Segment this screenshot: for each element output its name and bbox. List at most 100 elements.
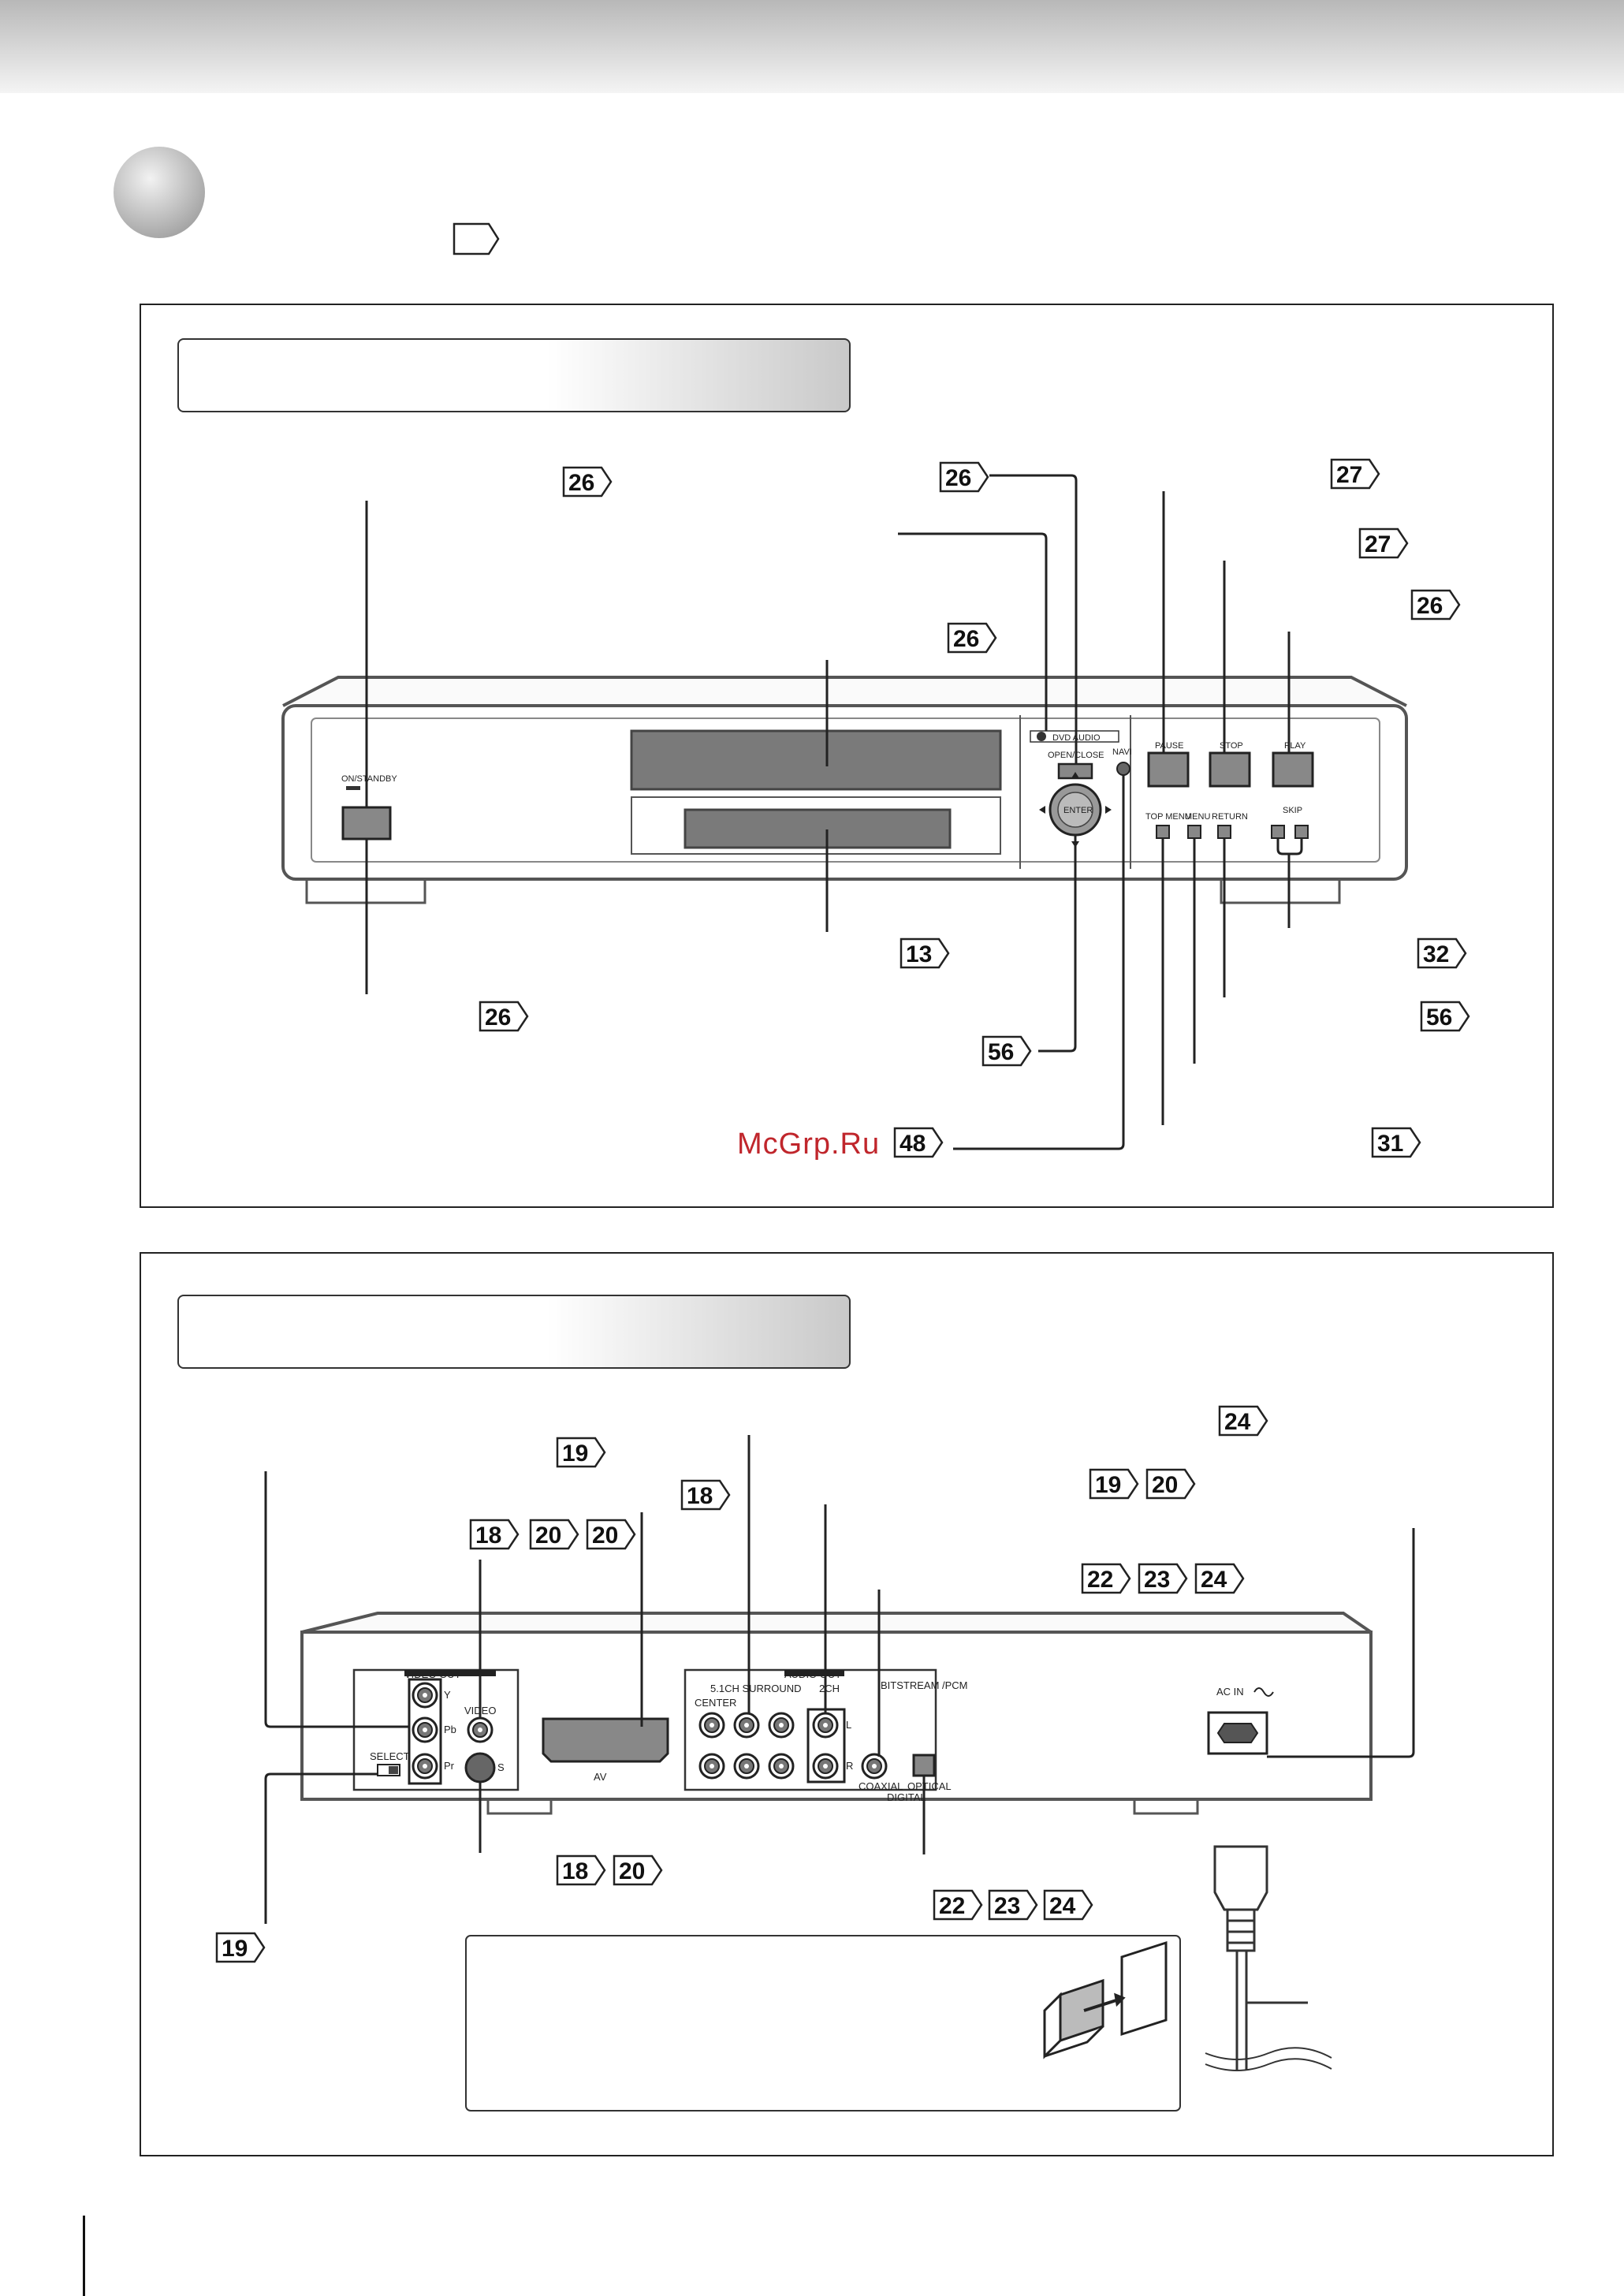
center-jack[interactable] (698, 1712, 725, 1739)
on-standby-button[interactable] (341, 806, 392, 840)
front-page-ref-3: 26 (947, 622, 997, 654)
enter-button[interactable] (1057, 792, 1093, 828)
front-display-window (683, 808, 952, 849)
dvd-audio-indicator-icon (1037, 732, 1046, 741)
l-label: L (846, 1719, 851, 1731)
rear-page-ref-2: 19 (556, 1437, 606, 1468)
svg-text:20: 20 (592, 1523, 618, 1549)
return-button[interactable] (1217, 825, 1231, 839)
center-label: CENTER (695, 1697, 736, 1709)
navi-button[interactable] (1116, 762, 1130, 776)
svg-text:22: 22 (939, 1893, 965, 1919)
surround-jack-2[interactable] (768, 1712, 795, 1739)
av-scart-connector[interactable] (542, 1717, 669, 1763)
ac-wave-icon (1253, 1687, 1274, 1697)
svg-text:18: 18 (687, 1483, 713, 1509)
svg-text:19: 19 (562, 1441, 588, 1467)
svg-text:23: 23 (994, 1893, 1020, 1919)
s-video-jack[interactable] (464, 1752, 496, 1784)
front-panel-title-box (177, 338, 851, 412)
svg-text:27: 27 (1365, 531, 1391, 557)
front-page-ref-8: 32 (1417, 937, 1467, 969)
section-bullet-icon (114, 147, 205, 238)
skip-label: SKIP (1283, 806, 1302, 815)
svg-text:27: 27 (1336, 462, 1362, 488)
component-pb-jack[interactable] (412, 1716, 438, 1743)
component-pr-jack[interactable] (412, 1753, 438, 1780)
audio-l-jack[interactable] (812, 1712, 839, 1739)
front-jack[interactable] (768, 1753, 795, 1780)
subwoofer-jack[interactable] (698, 1753, 725, 1780)
navi-label: NAVI (1112, 747, 1132, 757)
front-panel-diagram: ON/STANDBY DVD AUDIO OPEN/CLOSE NAVI ENT… (281, 458, 1470, 1158)
front-page-ref-1: 26 (562, 466, 613, 498)
play-label: PLAY (1284, 741, 1306, 751)
front-page-ref-10: 56 (1420, 1001, 1470, 1032)
pause-button[interactable] (1147, 751, 1190, 788)
rear-panel-title-box (177, 1295, 851, 1369)
front-page-ref-13: 31 (1371, 1127, 1421, 1158)
svg-text:19: 19 (1095, 1472, 1121, 1498)
rear-leader-lines (264, 1435, 1415, 1924)
svg-text:24: 24 (1049, 1893, 1076, 1919)
rear-page-ref-17: 19 (215, 1932, 266, 1963)
svg-text:19: 19 (222, 1936, 248, 1962)
svg-text:24: 24 (1201, 1567, 1227, 1593)
svg-text:18: 18 (562, 1858, 588, 1884)
menu-button[interactable] (1187, 825, 1201, 839)
front-page-ref-4: 27 (1330, 458, 1380, 490)
rear-page-ref-8: 18 (469, 1519, 520, 1550)
page-margin-rule (83, 2216, 85, 2296)
front-page-ref-6: 26 (1410, 589, 1461, 621)
surround-jack-3[interactable] (733, 1753, 760, 1780)
svg-text:56: 56 (1426, 1004, 1452, 1031)
enter-label: ENTER (1063, 806, 1093, 815)
pause-label: PAUSE (1155, 741, 1183, 751)
front-page-ref-11: 56 (981, 1035, 1032, 1067)
svg-text:31: 31 (1377, 1131, 1403, 1157)
front-page-ref-9: 26 (479, 1001, 529, 1032)
rear-page-ref-9: 22 (1081, 1563, 1131, 1594)
optical-label: OPTICAL (907, 1780, 952, 1792)
play-button[interactable] (1272, 751, 1314, 788)
select-switch[interactable] (377, 1764, 400, 1776)
svg-text:26: 26 (485, 1004, 511, 1031)
svg-text:32: 32 (1423, 941, 1449, 967)
top-menu-button[interactable] (1156, 825, 1170, 839)
rear-page-ref-12: 18 (556, 1854, 606, 1886)
digital-label: DIGITAL (887, 1791, 926, 1803)
skip-forward-button[interactable] (1294, 825, 1309, 839)
svg-text:56: 56 (988, 1039, 1014, 1065)
audio-out-label: AUDIO OUT (784, 1668, 841, 1680)
svg-text:26: 26 (953, 626, 979, 652)
rear-page-ref-1: 24 (1218, 1405, 1268, 1437)
2ch-label: 2CH (819, 1683, 840, 1694)
front-page-ref-5: 27 (1358, 527, 1409, 559)
svg-text:20: 20 (619, 1858, 645, 1884)
surround-jack-1[interactable] (733, 1712, 760, 1739)
page-header-band (0, 0, 1624, 93)
rear-page-ref-4: 19 (1089, 1468, 1139, 1500)
s-label: S (497, 1761, 505, 1773)
svg-text:24: 24 (1224, 1409, 1251, 1435)
pr-label: Pr (444, 1760, 455, 1772)
rear-page-ref-3: 18 (680, 1479, 731, 1511)
top-menu-label: TOP MENU (1145, 812, 1191, 822)
rear-page-ref-10: 23 (1138, 1563, 1188, 1594)
rear-page-ref-5: 20 (1145, 1468, 1196, 1500)
coaxial-digital-jack[interactable] (861, 1753, 888, 1780)
optical-cap-illustration (1043, 1940, 1168, 2059)
rear-page-ref-13: 20 (613, 1854, 663, 1886)
skip-back-button[interactable] (1271, 825, 1285, 839)
video-jack[interactable] (467, 1716, 494, 1743)
component-y-jack[interactable] (412, 1682, 438, 1709)
optical-digital-jack[interactable] (912, 1754, 936, 1777)
stop-button[interactable] (1209, 751, 1251, 788)
svg-text:48: 48 (900, 1131, 926, 1157)
pb-label: Pb (444, 1724, 456, 1735)
av-label: AV (594, 1771, 607, 1783)
rear-page-ref-18: 20 (586, 1519, 636, 1550)
svg-text:20: 20 (535, 1523, 561, 1549)
audio-r-jack[interactable] (812, 1753, 839, 1780)
rear-panel-section: VIDEO OUT Y Pb Pr VIDEO S SELECT AV AUDI… (140, 1252, 1554, 2156)
